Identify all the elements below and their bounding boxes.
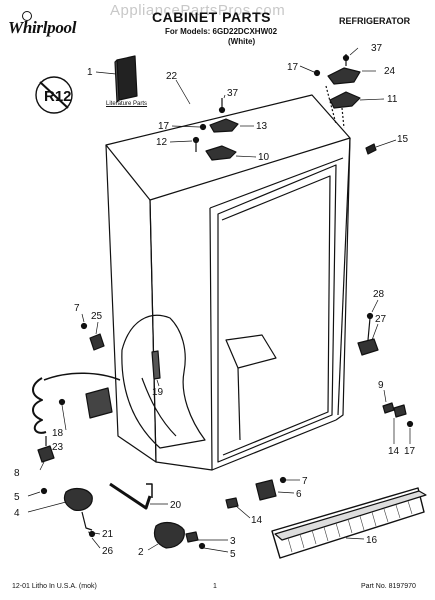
footer-print-info: 12-01 Litho In U.S.A. (mok) (12, 583, 97, 590)
page-title: CABINET PARTS (152, 9, 272, 25)
callout-7-left: 7 (74, 303, 80, 314)
r12-badge-icon: R12 (35, 76, 73, 114)
callout-5-bottom: 5 (230, 549, 236, 560)
drain-fitting-assembly (153, 521, 206, 550)
callout-14-bottom: 14 (251, 515, 263, 526)
literature-booklet-icon (114, 55, 138, 103)
power-cord-icon (32, 372, 121, 463)
callout-3: 3 (230, 536, 236, 547)
callout-6: 6 (296, 489, 302, 500)
toe-grille-icon (271, 487, 427, 559)
brand-logo: Whirlpool (8, 18, 77, 37)
callout-17-bottom: 17 (404, 446, 416, 457)
callout-27: 27 (375, 314, 387, 325)
model-color: (White) (228, 37, 256, 46)
callout-10: 10 (258, 152, 270, 163)
callout-4: 4 (14, 508, 20, 519)
callout-23: 23 (52, 442, 64, 453)
r12-badge-text: R12 (44, 88, 72, 105)
callout-22: 22 (166, 71, 178, 82)
part-15-plug (365, 143, 377, 155)
footer-part-number: Part No. 8197970 (361, 583, 416, 590)
literature-parts-label: Literature Parts (106, 101, 148, 107)
callout-19: 19 (152, 387, 164, 398)
cabinet-body (105, 94, 351, 471)
model-number: For Models: 6GD22DCXHW02 (165, 27, 278, 36)
callout-2: 2 (138, 547, 144, 558)
right-bottom-hardware (382, 402, 414, 428)
callout-13: 13 (256, 121, 268, 132)
callout-1: 1 (87, 67, 93, 78)
callout-12: 12 (156, 137, 168, 148)
callout-9: 9 (378, 380, 384, 391)
left-screws (80, 322, 105, 351)
brand-logo-mark (22, 11, 32, 21)
callout-14-right: 14 (388, 446, 400, 457)
leveling-leg-right (357, 312, 379, 356)
callout-15: 15 (397, 134, 409, 145)
callout-28: 28 (373, 289, 385, 300)
callout-18: 18 (52, 428, 64, 439)
callout-37-right: 37 (371, 43, 383, 54)
callout-5-left: 5 (14, 492, 20, 503)
callout-21: 21 (102, 529, 114, 540)
callout-17-left: 17 (158, 121, 170, 132)
drain-tube-20 (109, 482, 152, 510)
callout-17-right: 17 (287, 62, 299, 73)
product-category: REFRIGERATOR (339, 16, 411, 26)
callout-24: 24 (384, 66, 396, 77)
right-hinge-assembly (313, 54, 361, 129)
watermark: AppliancePartsPros.com (110, 2, 286, 19)
callout-11: 11 (387, 94, 398, 105)
callout-8: 8 (14, 468, 20, 479)
part-19-pin (151, 350, 161, 380)
top-hinge-assembly (192, 98, 239, 161)
left-mount-assembly (40, 487, 96, 538)
callout-37-top: 37 (227, 88, 239, 99)
callout-26: 26 (102, 546, 114, 557)
callout-7-bottom: 7 (302, 476, 308, 487)
callout-16: 16 (366, 535, 378, 546)
bracket-assembly (225, 476, 287, 509)
footer-page-number: 1 (213, 583, 217, 590)
callout-20: 20 (170, 500, 182, 511)
callout-25: 25 (91, 311, 103, 322)
